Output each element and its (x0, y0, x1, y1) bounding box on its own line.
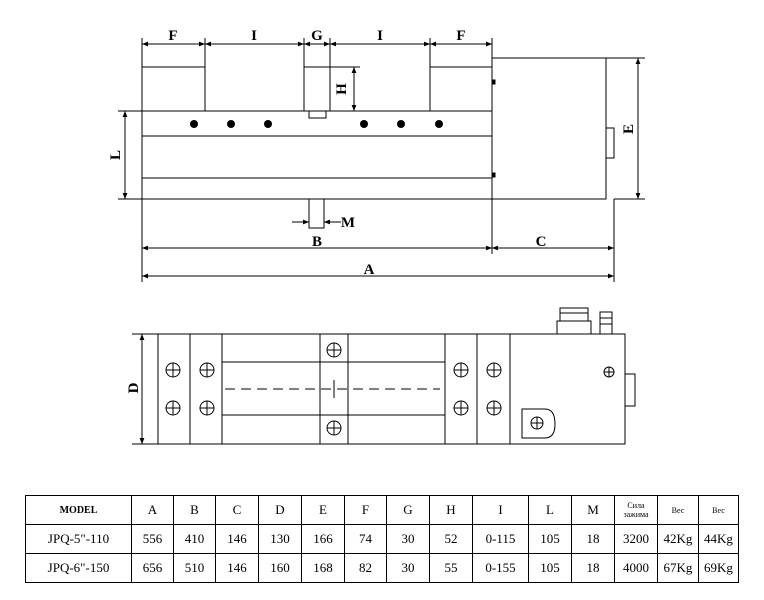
header-cell: Вес (698, 495, 739, 525)
bolt-holes (190, 120, 443, 128)
label-a: A (364, 262, 375, 278)
left-jaw (141, 66, 206, 112)
front-view (141, 57, 615, 229)
table-cell: 168 (301, 553, 345, 583)
top-view (132, 307, 636, 445)
table-cell: 146 (215, 553, 259, 583)
table-cell: 166 (301, 524, 345, 554)
technical-drawing: F I G I F H L E M B C A D (108, 28, 645, 445)
header-cell: I (472, 495, 529, 525)
table-cell: JPQ-5"-110 (25, 524, 132, 554)
table-cell: 67Kg (657, 553, 699, 583)
top-center-jaw (319, 333, 349, 445)
label-m: M (341, 215, 355, 231)
table-cell: 105 (528, 524, 572, 554)
table-cell: 30 (386, 553, 430, 583)
table-cell: 55 (429, 553, 473, 583)
header-cell: D (258, 495, 302, 525)
table-cell: 3200 (614, 524, 658, 554)
header-cell: A (131, 495, 174, 525)
header-cell: L (528, 495, 572, 525)
header-cell: M (571, 495, 615, 525)
hydraulic-fitting (559, 307, 589, 322)
table-cell: 42Kg (657, 524, 699, 554)
table-cell: 656 (131, 553, 174, 583)
label-b: B (312, 234, 322, 250)
table-cell: 74 (344, 524, 387, 554)
header-cell: F (344, 495, 387, 525)
table-cell: 0-115 (472, 524, 529, 554)
label-h: H (334, 83, 350, 95)
table-row: JPQ-5"-110 556 410 146 130 166 74 30 52 … (25, 524, 739, 554)
label-e: E (621, 124, 637, 134)
table-cell: 18 (571, 553, 615, 583)
header-cell: E (301, 495, 345, 525)
label-i-left: I (251, 28, 257, 44)
top-hydraulic-unit (509, 333, 626, 445)
jaw-screws (165, 342, 502, 436)
table-cell: 69Kg (698, 553, 739, 583)
label-l: L (108, 150, 124, 160)
table-cell: 4000 (614, 553, 658, 583)
specification-table: MODEL A B C D E F G H I L M Сила зажима … (25, 495, 739, 583)
header-cell: Вес (657, 495, 699, 525)
table-cell: 52 (429, 524, 473, 554)
header-cell: H (429, 495, 473, 525)
table-header-row: MODEL A B C D E F G H I L M Сила зажима … (25, 495, 739, 525)
table-cell: 105 (528, 553, 572, 583)
hydraulic-unit (491, 57, 607, 200)
center-jaw (303, 66, 331, 112)
valve-fitting (599, 311, 613, 335)
pressure-plate (521, 408, 556, 439)
table-cell: 146 (215, 524, 259, 554)
header-cell: G (386, 495, 430, 525)
header-cell: B (173, 495, 216, 525)
label-d: D (126, 382, 142, 393)
table-cell: 44Kg (698, 524, 739, 554)
table-cell: 82 (344, 553, 387, 583)
table-cell: 410 (173, 524, 216, 554)
table-cell: 556 (131, 524, 174, 554)
right-jaw (429, 66, 493, 112)
label-f-left: F (168, 28, 177, 44)
key-slot (308, 198, 325, 229)
table-cell: 160 (258, 553, 302, 583)
header-cell: Сила зажима (614, 495, 658, 525)
table-cell: 30 (386, 524, 430, 554)
label-g: G (311, 28, 323, 44)
front-dimensions (118, 38, 645, 282)
table-cell: JPQ-6"-150 (25, 553, 132, 583)
header-cell: MODEL (25, 495, 132, 525)
label-i-right: I (377, 28, 383, 44)
label-f-right: F (456, 28, 465, 44)
table-cell: 510 (173, 553, 216, 583)
table-cell: 0-155 (472, 553, 529, 583)
header-cell: C (215, 495, 259, 525)
label-c: C (536, 234, 547, 250)
table-cell: 18 (571, 524, 615, 554)
table-row: JPQ-6"-150 656 510 146 160 168 82 30 55 … (25, 553, 739, 583)
dimension-letters: F I G I F H L E M B C A D (108, 28, 637, 393)
table-cell: 130 (258, 524, 302, 554)
